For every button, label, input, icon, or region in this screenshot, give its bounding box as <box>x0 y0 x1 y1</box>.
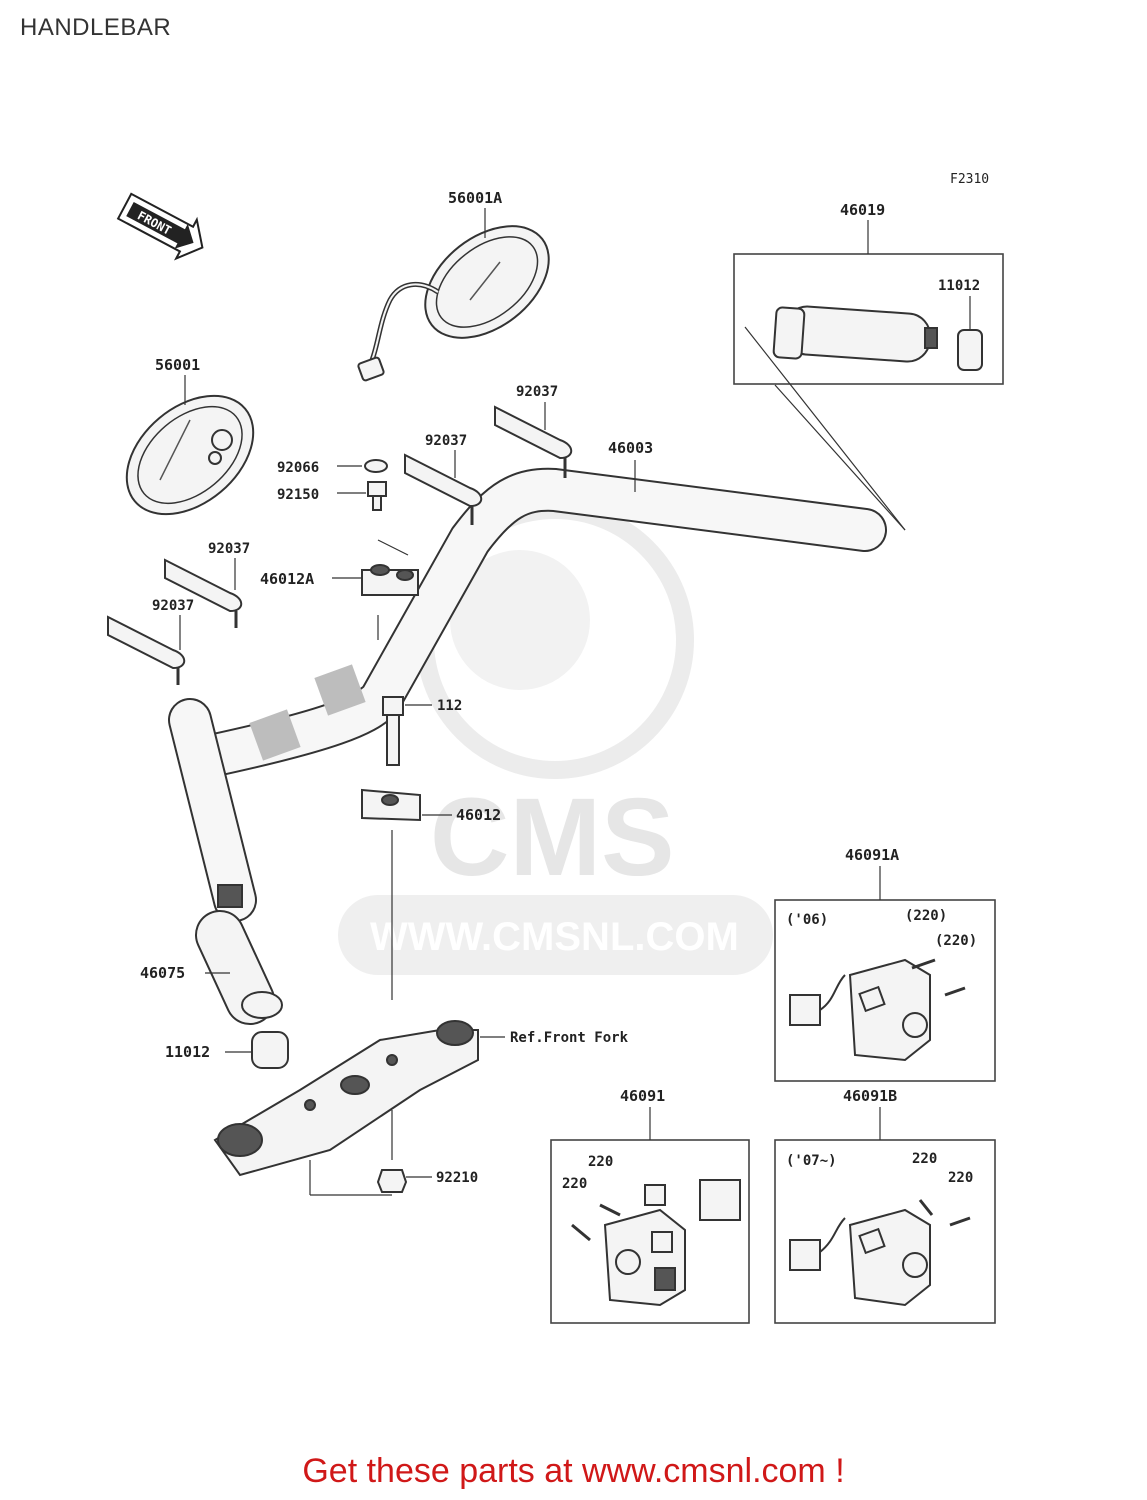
wire-clip-1 <box>494 405 573 478</box>
screw2-46091a: (220) <box>935 933 977 949</box>
wire-clip-4 <box>107 615 186 685</box>
page-title: HANDLEBAR <box>20 14 172 41</box>
label-11012-left: 11012 <box>165 1043 210 1061</box>
screw1-46091b: 220 <box>912 1151 937 1167</box>
label-46075: 46075 <box>140 964 185 982</box>
label-92066: 92066 <box>277 460 319 476</box>
label-92210: 92210 <box>436 1170 478 1186</box>
label-56001: 56001 <box>155 356 200 374</box>
grip-end-right <box>957 329 983 371</box>
label-46091a: 46091A <box>845 846 899 864</box>
handlebar <box>168 467 887 922</box>
figure-code: F2310 <box>950 172 990 187</box>
label-92037-b: 92037 <box>425 433 467 449</box>
wire-clip-2 <box>404 453 483 525</box>
label-92150: 92150 <box>277 487 319 503</box>
screw2-46091: 220 <box>562 1176 587 1192</box>
label-56001a: 56001A <box>448 189 502 207</box>
label-11012-right: 11012 <box>938 278 980 294</box>
screw2-46091b: 220 <box>948 1170 973 1186</box>
throttle-grip <box>772 305 938 363</box>
label-46019: 46019 <box>840 201 885 219</box>
switch-box-46091b <box>774 1139 996 1324</box>
label-92037-d: 92037 <box>152 598 194 614</box>
mirror-right <box>357 225 550 382</box>
bolt-112 <box>382 696 404 766</box>
wire-clip-3 <box>164 558 243 628</box>
label-112: 112 <box>437 698 462 714</box>
triple-clamp <box>213 1020 479 1177</box>
screw1-46091a: (220) <box>905 908 947 924</box>
nut-92210 <box>376 1169 408 1193</box>
label-92037-c: 92037 <box>208 541 250 557</box>
cap-92066 <box>364 459 388 473</box>
bolt-92150 <box>367 481 387 511</box>
front-direction-arrow: FRONT <box>116 192 204 261</box>
grip-end-left <box>251 1031 289 1069</box>
label-46012: 46012 <box>456 806 501 824</box>
clamp-upper <box>361 539 419 596</box>
note-46091b: ('07~) <box>786 1153 837 1169</box>
label-46091: 46091 <box>620 1087 665 1105</box>
label-92037-a: 92037 <box>516 384 558 400</box>
watermark-logo-text: CMS <box>430 776 674 899</box>
footer-link[interactable]: Get these parts at www.cmsnl.com ! <box>302 1452 845 1490</box>
label-46012a: 46012A <box>260 570 314 588</box>
screw1-46091: 220 <box>588 1154 613 1170</box>
switch-box-46091a <box>774 899 996 1082</box>
switch-housing-46091a <box>789 958 966 1062</box>
mirror-left <box>125 394 255 516</box>
note-46091a: ('06) <box>786 912 828 928</box>
label-46091b: 46091B <box>843 1087 897 1105</box>
label-46003: 46003 <box>608 439 653 457</box>
switch-housing-46091b <box>789 1199 971 1307</box>
switch-housing-46091 <box>571 1179 741 1307</box>
grip-left <box>195 910 283 1025</box>
clamp-lower <box>361 788 421 822</box>
watermark-url-text: WWW.CMSNL.COM <box>370 915 739 959</box>
label-ref-front-fork: Ref.Front Fork <box>510 1030 629 1046</box>
